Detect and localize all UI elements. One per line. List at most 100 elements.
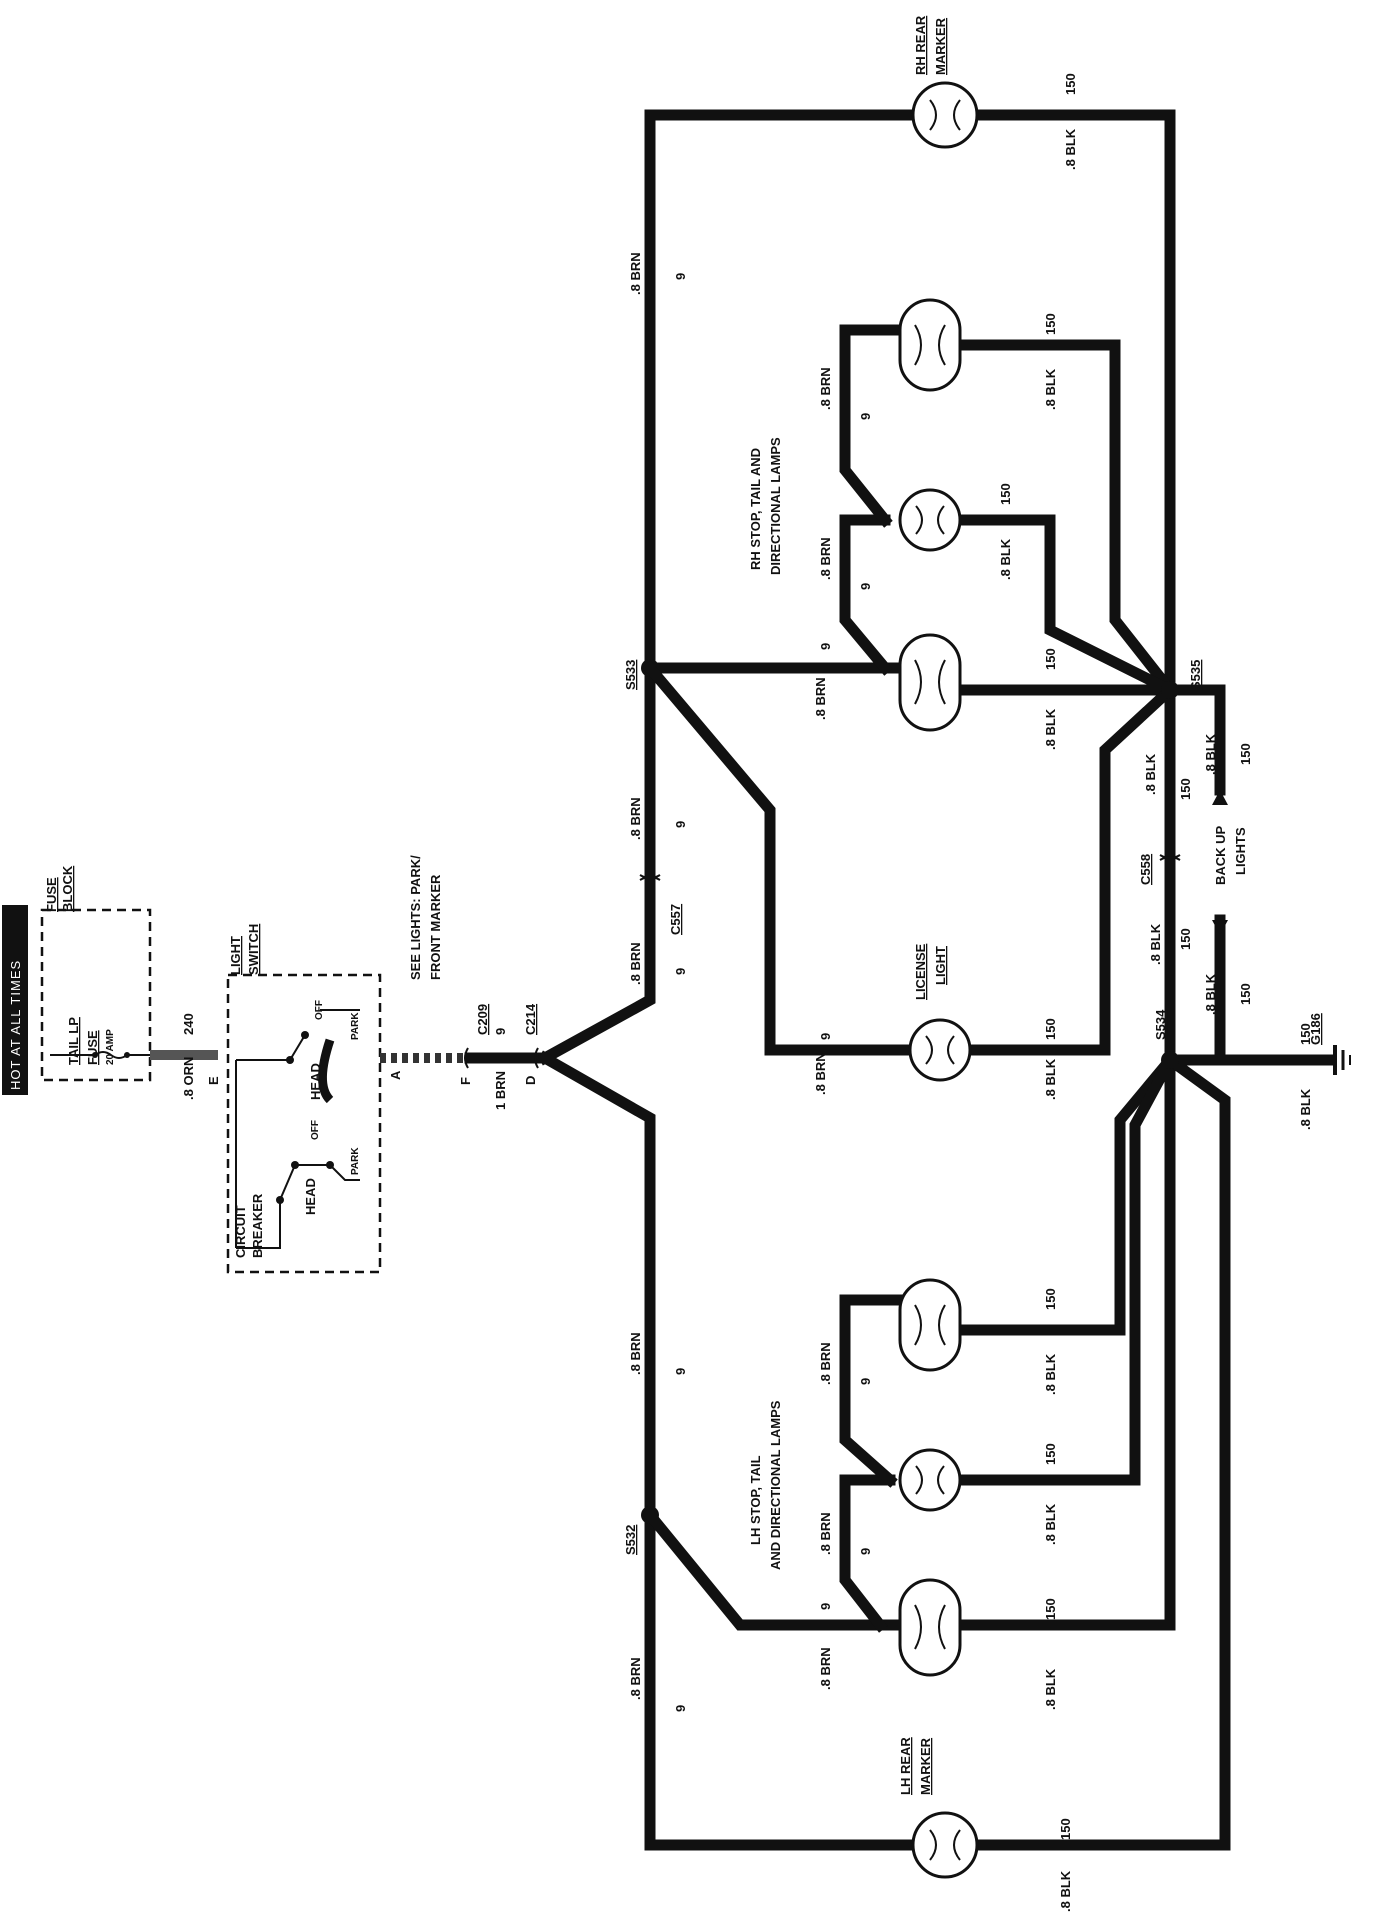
svg-text:.8 BLK: .8 BLK <box>1203 733 1218 775</box>
svg-text:240: 240 <box>181 1013 196 1035</box>
light-switch: LIGHT SWITCH CIRCUIT BREAKER OFF HEAD PA… <box>226 924 403 1274</box>
svg-text:FUSE: FUSE <box>44 877 59 912</box>
svg-text:20 AMP: 20 AMP <box>105 1029 116 1065</box>
splice-s535 <box>1161 681 1179 699</box>
svg-text:RH STOP, TAIL AND: RH STOP, TAIL AND <box>748 448 763 570</box>
svg-text:.8 BRN: .8 BRN <box>628 1332 643 1375</box>
lh-rear-marker <box>911 1811 979 1879</box>
svg-text:.8 ORN: .8 ORN <box>181 1057 196 1100</box>
svg-text:150: 150 <box>1043 1598 1058 1620</box>
svg-text:FRONT MARKER: FRONT MARKER <box>428 874 443 980</box>
svg-text:9: 9 <box>858 1548 873 1555</box>
fuse-block: FUSE BLOCK TAIL LP FUSE 20 AMP <box>40 865 160 1082</box>
svg-text:C214: C214 <box>523 1003 538 1035</box>
svg-text:.8 BLK: .8 BLK <box>1298 1088 1313 1130</box>
svg-text:BREAKER: BREAKER <box>250 1193 265 1258</box>
svg-text:HOT AT ALL TIMES: HOT AT ALL TIMES <box>8 960 23 1090</box>
svg-text:150: 150 <box>1063 73 1078 95</box>
svg-text:TAIL LP: TAIL LP <box>66 1017 81 1065</box>
svg-text:BACK UP: BACK UP <box>1213 825 1228 885</box>
black-ground-wires: S535 S534 C558 G186 BACK UP LIGHTS .8 BL… <box>954 73 1351 1912</box>
svg-text:C209: C209 <box>475 1004 490 1035</box>
svg-text:9: 9 <box>858 583 873 590</box>
brown-trunk: S533 S532 C557 .8 BRN 9 .8 BRN 9 .8 BRN … <box>537 109 936 1851</box>
svg-text:S533: S533 <box>623 660 638 690</box>
svg-text:.8 BRN: .8 BRN <box>813 677 828 720</box>
svg-text:D: D <box>523 1076 538 1085</box>
svg-text:LH STOP, TAIL: LH STOP, TAIL <box>748 1455 763 1545</box>
svg-text:150: 150 <box>1043 1443 1058 1465</box>
svg-text:9: 9 <box>818 643 833 650</box>
svg-text:9: 9 <box>858 413 873 420</box>
svg-text:150: 150 <box>1238 743 1253 765</box>
svg-text:S535: S535 <box>1188 660 1203 690</box>
rh-brown-branches: .8 BRN 9 .8 BRN 9 .8 BRN 9 .8 BRN 9 RH S… <box>642 324 948 1095</box>
license-light <box>908 1018 972 1082</box>
svg-text:MARKER: MARKER <box>918 1737 933 1795</box>
splice-s534 <box>1161 1051 1179 1069</box>
svg-text:G186: G186 <box>1308 1013 1323 1045</box>
svg-text:.8 BLK: .8 BLK <box>1203 973 1218 1015</box>
svg-text:OFF: OFF <box>314 1000 325 1020</box>
svg-text:.8 BLK: .8 BLK <box>1058 1870 1073 1912</box>
svg-text:150: 150 <box>1043 1018 1058 1040</box>
rh-stop-lamp-3 <box>898 633 962 732</box>
svg-text:9: 9 <box>818 1603 833 1610</box>
svg-text:9: 9 <box>673 821 688 828</box>
svg-text:.8 BRN: .8 BRN <box>628 252 643 295</box>
svg-text:.8 BLK: .8 BLK <box>1043 1058 1058 1100</box>
svg-text:LH REAR: LH REAR <box>898 1737 913 1795</box>
svg-text:A: A <box>388 1070 403 1080</box>
svg-text:PARK: PARK <box>350 1012 361 1040</box>
lh-stop-lamp-3 <box>898 1578 962 1677</box>
svg-text:.8 BLK: .8 BLK <box>1148 923 1163 965</box>
svg-text:.8 BRN: .8 BRN <box>628 942 643 985</box>
svg-text:150: 150 <box>1058 1818 1073 1840</box>
svg-text:.8 BLK: .8 BLK <box>1043 1503 1058 1545</box>
svg-text:150: 150 <box>1238 983 1253 1005</box>
hot-at-all-times-banner: HOT AT ALL TIMES <box>2 905 28 1095</box>
svg-text:HEAD: HEAD <box>303 1178 318 1215</box>
svg-text:.8 BRN: .8 BRN <box>818 537 833 580</box>
svg-text:OFF: OFF <box>310 1120 321 1140</box>
rh-rear-marker: RH REAR MARKER <box>911 15 979 149</box>
svg-text:FUSE: FUSE <box>85 1030 100 1065</box>
svg-text:1 BRN: 1 BRN <box>493 1071 508 1110</box>
svg-text:150: 150 <box>1178 778 1193 800</box>
svg-text:.8 BRN: .8 BRN <box>628 1657 643 1700</box>
svg-text:DIRECTIONAL LAMPS: DIRECTIONAL LAMPS <box>768 437 783 575</box>
svg-text:9: 9 <box>673 273 688 280</box>
svg-text:LIGHT: LIGHT <box>933 946 948 985</box>
svg-text:E: E <box>206 1076 221 1085</box>
svg-text:HEAD: HEAD <box>308 1063 323 1100</box>
svg-text:C558: C558 <box>1138 854 1153 885</box>
svg-text:9: 9 <box>858 1378 873 1385</box>
svg-text:9: 9 <box>818 1033 833 1040</box>
svg-text:.8 BLK: .8 BLK <box>1043 1353 1058 1395</box>
svg-text:S532: S532 <box>623 1525 638 1555</box>
svg-text:AND DIRECTIONAL LAMPS: AND DIRECTIONAL LAMPS <box>768 1400 783 1570</box>
wire-240-orn: 240 .8 ORN E <box>150 1013 221 1100</box>
svg-text:150: 150 <box>1043 1288 1058 1310</box>
svg-text:.8 BRN: .8 BRN <box>818 1512 833 1555</box>
svg-text:.8 BRN: .8 BRN <box>818 367 833 410</box>
lh-stop-lamp-2 <box>898 1448 962 1512</box>
svg-text:F: F <box>458 1077 473 1085</box>
svg-text:9: 9 <box>493 1028 508 1035</box>
lh-brown-branches: .8 BRN 9 .8 BRN 9 .8 BRN 9 LH STOP, TAIL… <box>642 1294 933 1795</box>
svg-text:.8 BLK: .8 BLK <box>1143 753 1158 795</box>
rh-stop-lamp-2 <box>898 488 962 552</box>
svg-text:.8 BRN: .8 BRN <box>628 797 643 840</box>
svg-text:.8 BRN: .8 BRN <box>818 1647 833 1690</box>
wire-feed-to-c214: SEE LIGHTS: PARK/ FRONT MARKER C209 9 C2… <box>380 855 551 1110</box>
svg-text:150: 150 <box>1298 1023 1313 1045</box>
svg-text:150: 150 <box>1043 313 1058 335</box>
rh-stop-lamp-1 <box>898 298 962 392</box>
ground-symbol <box>1333 1045 1351 1075</box>
svg-text:150: 150 <box>998 483 1013 505</box>
svg-text:S534: S534 <box>1153 1009 1168 1040</box>
lh-stop-lamp-1 <box>898 1278 962 1372</box>
svg-text:PARK: PARK <box>350 1147 361 1175</box>
svg-text:150: 150 <box>1178 928 1193 950</box>
